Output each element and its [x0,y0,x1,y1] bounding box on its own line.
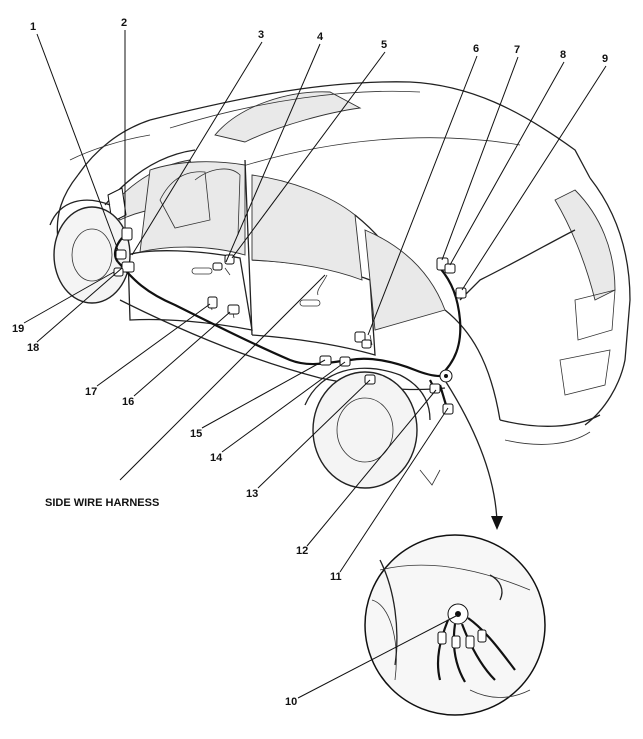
callout-14: 14 [210,452,223,464]
callout-10: 10 [285,696,297,708]
leader-lines [23,30,607,699]
callout-15: 15 [190,428,202,440]
callout-2: 2 [121,17,127,29]
callout-7: 7 [514,44,520,56]
vehicle-outline-icon [49,81,631,489]
connector-icon [455,287,467,299]
connector-icon [319,355,332,366]
callout-13: 13 [246,488,258,500]
callout-16: 16 [122,396,134,408]
connector-icon [121,227,133,241]
connector-icon [364,374,376,385]
connector-icon [121,261,135,273]
callout-1: 1 [30,21,36,33]
callout-17: 17 [85,386,97,398]
callout-9: 9 [602,53,608,65]
callout-4: 4 [317,31,324,43]
connector-icon [115,249,127,260]
callout-5: 5 [381,39,387,51]
callout-8: 8 [560,49,566,61]
connectors [113,227,467,415]
connector-icon [354,331,366,343]
connector-icon [207,296,218,309]
connector-icon [227,304,240,315]
callout-11: 11 [330,571,342,583]
callout-18: 18 [27,342,39,354]
callout-12: 12 [296,545,308,557]
callout-3: 3 [258,29,264,41]
grommet-detail-icon [364,381,546,716]
connector-icon [429,383,441,394]
connector-icon [444,263,456,274]
callout-19: 19 [12,323,24,335]
side-wire-harness-label: SIDE WIRE HARNESS [45,497,159,509]
connector-icon [113,267,124,277]
callout-numbers: 1 2 3 4 5 6 7 8 9 10 11 12 13 14 15 16 1… [12,17,608,708]
connector-icon [361,339,372,349]
callout-6: 6 [473,43,479,55]
connector-icon [212,262,223,271]
